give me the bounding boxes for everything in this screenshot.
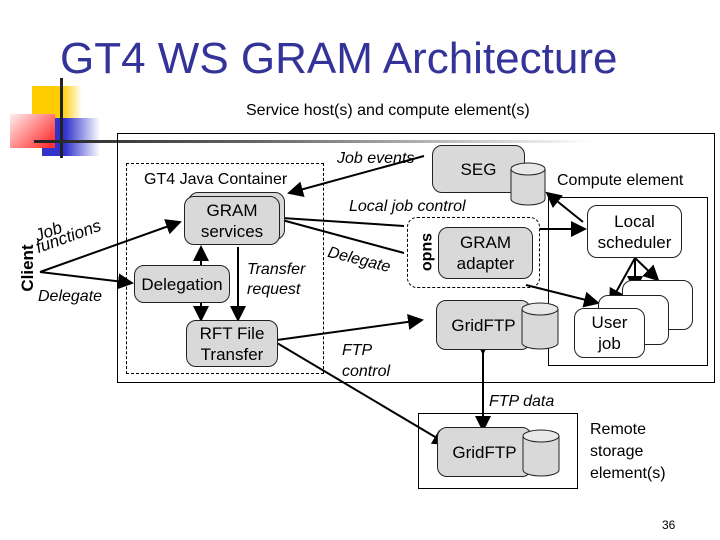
edge-rft-gridftp-remote — [276, 342, 449, 446]
compute-element-label: Compute element — [557, 172, 684, 189]
gridftp-remote-database-icon — [522, 429, 560, 477]
java-container-box — [126, 163, 324, 374]
edge-client-delegation — [39, 271, 134, 290]
remote-storage-label: Remote storage element(s) — [590, 421, 666, 482]
edge-label-ftp-control: FTP control — [342, 342, 391, 380]
slide-title: GT4 WS GRAM Architecture — [60, 34, 618, 83]
service-host-box — [117, 133, 715, 383]
edge-label-transfer-request: Transfer request — [247, 261, 306, 298]
sudo-label: sudo — [419, 232, 437, 272]
edge-local-scheduler-seg — [545, 191, 584, 223]
edge-rft-gridftp-control — [276, 313, 424, 341]
node-seg[interactable]: SEG — [432, 145, 525, 193]
seg-database-icon — [510, 162, 546, 206]
edge-client-gram-services — [39, 219, 182, 273]
node-gridftp-remote[interactable]: GridFTP — [437, 427, 532, 477]
edge-sudo-user-job — [525, 284, 600, 308]
edge-gram-services-sudo-delegate — [281, 219, 405, 254]
sudo-boundary — [407, 217, 540, 288]
java-container-label: GT4 Java Container — [144, 171, 288, 188]
edge-label-delegate-client: Delegate — [38, 288, 103, 305]
page-number: 36 — [662, 518, 676, 532]
edge-label-job-events: Job events — [337, 150, 415, 167]
node-delegation[interactable]: Delegation — [134, 265, 230, 303]
edge-seg-gram-services — [287, 155, 425, 198]
client-label: Client — [18, 244, 37, 292]
edge-gram-services-sudo-control — [281, 217, 405, 227]
logo-horizontal-line — [34, 140, 594, 143]
service-host-label: Service host(s) and compute element(s) — [246, 102, 530, 119]
compute-element-box — [548, 197, 708, 366]
edge-scheduler-userjob-3 — [634, 257, 660, 282]
edge-label-local-job-control: Local job control — [349, 198, 466, 215]
node-gridftp-local[interactable]: GridFTP — [436, 300, 531, 350]
edge-label-ftp-data: FTP data — [489, 393, 555, 410]
remote-storage-box — [418, 413, 578, 489]
logo-vertical-line — [60, 78, 63, 158]
gridftp-local-database-icon — [521, 302, 559, 350]
